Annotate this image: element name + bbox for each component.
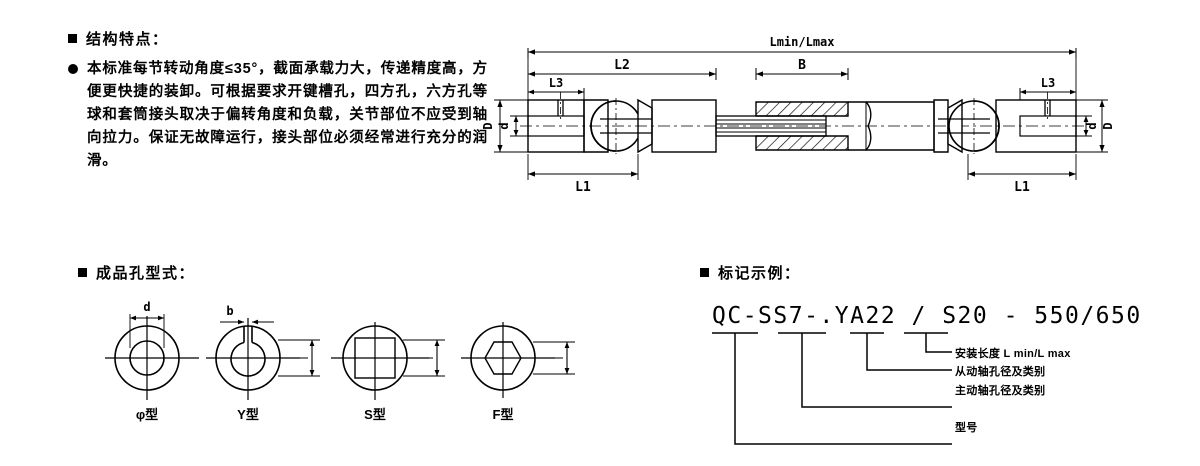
assembly-drawing: Lmin/Lmax L2 B L3 L3 L1 L1 D d D d (480, 28, 1180, 195)
dim-D-right-label: D (1101, 122, 1115, 129)
dim-D-left-label: D (481, 122, 495, 129)
dim-l3-left-label: L3 (549, 76, 563, 90)
hole-round-dim-label: d (143, 300, 150, 314)
callout-install-length: 安装长度 L min/L max (955, 348, 1071, 360)
callout-model-number: 型号 (955, 422, 978, 434)
dim-b-label: B (798, 58, 806, 73)
dim-overall-label: Lmin/Lmax (769, 35, 834, 49)
hole-type-round-caption: φ型 (135, 407, 159, 422)
features-heading-label: 结构特点： (86, 31, 169, 48)
hole-keyway-dim-label: b (226, 304, 233, 318)
hole-type-round: d (95, 300, 225, 400)
features-heading: 结构特点： (68, 28, 169, 49)
marking-leader-lines (700, 330, 960, 465)
dim-d-left-label: d (497, 122, 511, 129)
features-block: 本标准每节转动角度≤35°，截面承载力大，传递精度高，方便更快捷的装卸。可根据要… (68, 58, 488, 173)
dim-l2-label: L2 (614, 58, 630, 73)
hole-type-hexagon-caption: F型 (492, 407, 514, 422)
hole-type-keyway: b (200, 300, 340, 400)
marking-heading: 标记示例： (700, 262, 801, 283)
hole-types-heading: 成品孔型式： (78, 262, 195, 283)
square-bullet-icon (78, 268, 87, 277)
square-bullet-icon (700, 268, 709, 277)
hole-type-square (325, 300, 465, 400)
dim-d-right-label: d (1085, 122, 1099, 129)
square-bullet-icon (68, 34, 77, 43)
dim-l1-left-label: L1 (575, 180, 591, 195)
dim-l1-right-label: L1 (1014, 180, 1030, 195)
features-text: 本标准每节转动角度≤35°，截面承载力大，传递精度高，方便更快捷的装卸。可根据要… (87, 61, 488, 169)
dim-l3-right-label: L3 (1041, 76, 1055, 90)
callout-driving-shaft-bore: 主动轴孔径及类别 (955, 385, 1046, 397)
round-bullet-icon (68, 64, 78, 74)
hole-type-keyway-caption: Y型 (237, 407, 259, 422)
callout-driven-shaft-bore: 从动轴孔径及类别 (955, 366, 1046, 378)
hole-type-square-caption: S型 (364, 407, 386, 422)
marking-heading-label: 标记示例： (718, 265, 801, 282)
hole-type-hexagon (455, 300, 595, 400)
model-code-text: QC-SS7-.YA22 / S20 - 550/650 (712, 303, 1142, 329)
hole-types-heading-label: 成品孔型式： (96, 265, 196, 282)
